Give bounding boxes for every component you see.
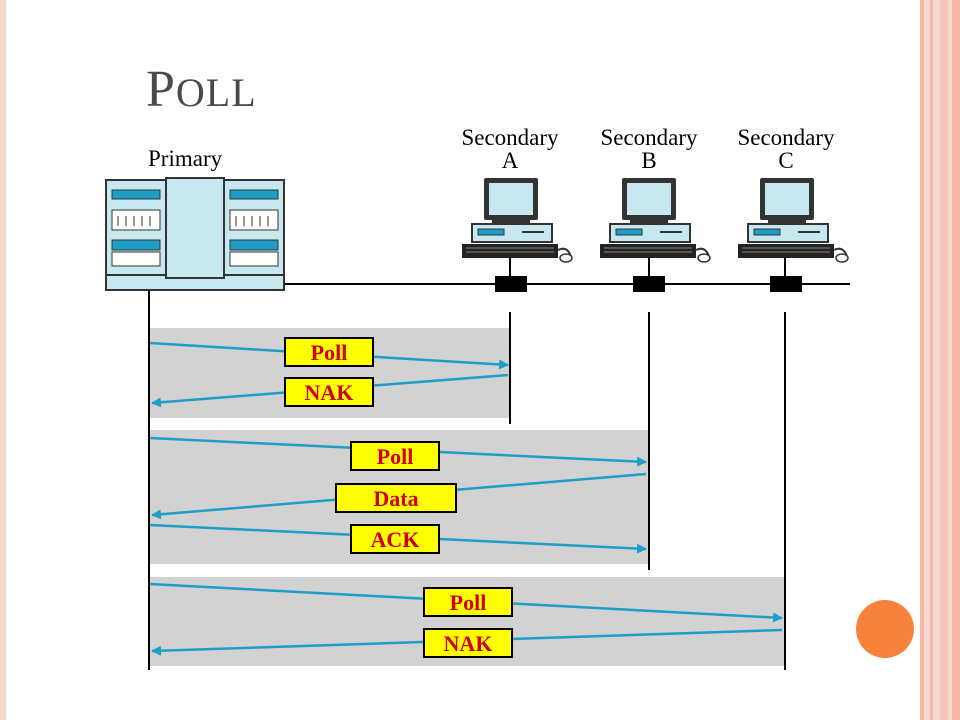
frame-poll-b: Poll bbox=[350, 441, 440, 471]
svg-text:ACK: ACK bbox=[371, 527, 420, 552]
frame-nak-a: NAK bbox=[284, 377, 374, 407]
svg-text:Poll: Poll bbox=[311, 340, 348, 365]
secondary-a-computer-icon bbox=[462, 178, 573, 263]
secondary-b-label-line1: Secondary bbox=[600, 125, 698, 150]
frame-poll-c: Poll bbox=[423, 587, 513, 617]
page-title: POLL bbox=[146, 60, 257, 119]
title-first-letter: P bbox=[146, 61, 176, 118]
secondary-b-label-line2: B bbox=[641, 148, 656, 173]
secondary-c-label-line2: C bbox=[778, 148, 793, 173]
frame-data-b: Data bbox=[335, 483, 457, 513]
right-border-decoration bbox=[920, 0, 960, 720]
primary-label: Primary bbox=[148, 146, 223, 171]
secondary-a-label-line2: A bbox=[502, 148, 519, 173]
svg-text:NAK: NAK bbox=[444, 631, 493, 656]
svg-text:Poll: Poll bbox=[377, 444, 414, 469]
frame-ack-b: ACK bbox=[350, 524, 440, 554]
tap-b bbox=[633, 276, 665, 292]
decorative-orb bbox=[856, 600, 914, 658]
tap-a bbox=[495, 276, 527, 292]
title-rest: OLL bbox=[175, 70, 257, 115]
svg-text:NAK: NAK bbox=[305, 380, 354, 405]
secondary-a-label-line1: Secondary bbox=[461, 125, 559, 150]
left-border bbox=[0, 0, 6, 720]
frame-poll-a: Poll bbox=[284, 337, 374, 367]
svg-text:Data: Data bbox=[373, 486, 418, 511]
primary-server-icon bbox=[105, 177, 285, 291]
frame-nak-c: NAK bbox=[423, 628, 513, 658]
tap-c bbox=[770, 276, 802, 292]
secondary-c-label-line1: Secondary bbox=[737, 125, 835, 150]
secondary-b-computer-icon bbox=[600, 178, 711, 263]
secondary-c-computer-icon bbox=[738, 178, 849, 263]
svg-text:Poll: Poll bbox=[450, 590, 487, 615]
